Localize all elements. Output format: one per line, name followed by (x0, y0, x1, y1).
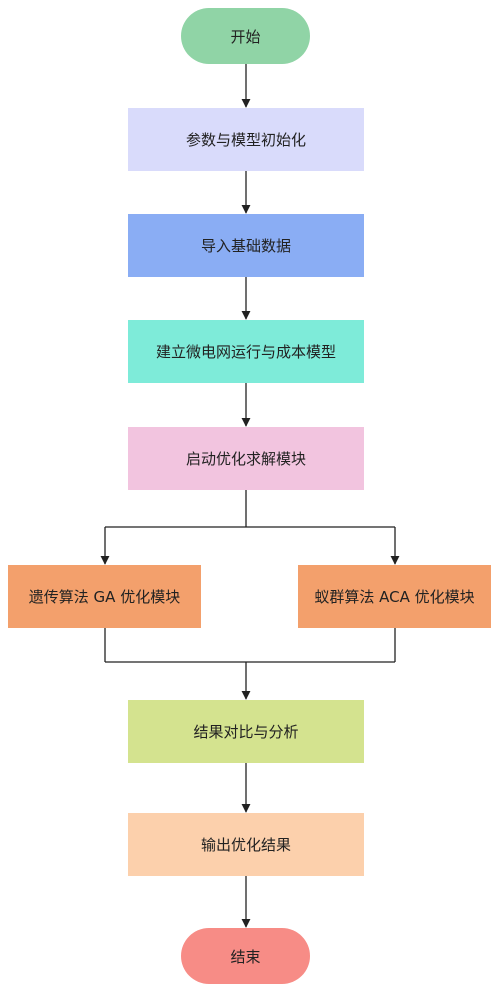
import-data-node: 导入基础数据 (128, 214, 364, 277)
init-parameters-label: 参数与模型初始化 (185, 131, 306, 149)
start-optimization-label: 启动优化求解模块 (185, 450, 306, 468)
start-optimization-node: 启动优化求解模块 (128, 427, 364, 490)
output-results-label: 输出优化结果 (200, 836, 291, 854)
end-node-label: 结束 (230, 947, 261, 966)
ga-module-label: 遗传算法 GA 优化模块 (28, 588, 181, 606)
compare-results-label: 结果对比与分析 (193, 723, 299, 741)
aca-module-node: 蚁群算法 ACA 优化模块 (298, 565, 491, 628)
aca-module-label: 蚁群算法 ACA 优化模块 (314, 588, 475, 606)
end-node: 结束 (181, 928, 310, 984)
init-parameters-node: 参数与模型初始化 (128, 108, 364, 171)
output-results-node: 输出优化结果 (128, 813, 364, 876)
import-data-label: 导入基础数据 (200, 237, 291, 255)
build-model-label: 建立微电网运行与成本模型 (155, 343, 336, 361)
ga-module-node: 遗传算法 GA 优化模块 (8, 565, 201, 628)
compare-results-node: 结果对比与分析 (128, 700, 364, 763)
start-node: 开始 (181, 8, 310, 64)
build-model-node: 建立微电网运行与成本模型 (128, 320, 364, 383)
start-node-label: 开始 (230, 27, 261, 46)
